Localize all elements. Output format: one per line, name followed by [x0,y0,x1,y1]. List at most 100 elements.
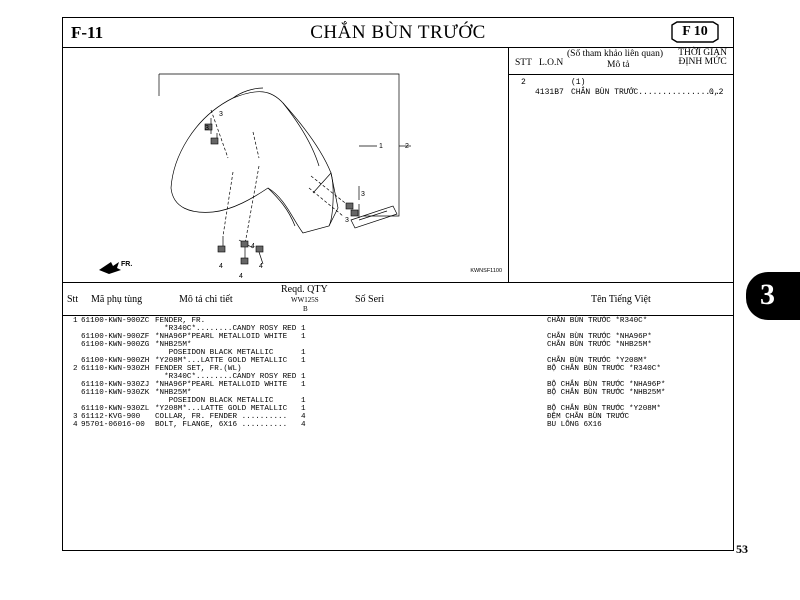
labor-time-panel: STT L.O.N (Số tham khảo liên quan) Mô tả… [509,48,733,282]
part-description: COLLAR, FR. FENDER .......... [155,413,288,421]
table-row: *R340C*........CANDY ROSY RED 1 [63,373,733,381]
col-vn: Tên Tiếng Việt [591,294,651,305]
callout-label: 3 [345,217,349,224]
parts-diagram: 3 3 1 2 3 3 4 4 4 4 FR. KWNSF1100 [63,48,509,282]
part-number: 61110-KWN-930ZJ [81,381,150,389]
part-number: 95701-06016-00 [81,421,145,429]
vietnamese-name: CHẮN BÙN TRƯỚC *NHA96P* [547,333,652,341]
tp-lon-header: L.O.N [539,58,564,68]
col-serial: Số Seri [355,294,385,305]
part-quantity: 1 [301,373,306,381]
callout-label: 4 [259,263,263,270]
part-quantity: 4 [301,413,306,421]
page-number: 53 [736,542,748,556]
part-quantity: 1 [301,349,306,357]
callout-label: 2 [405,143,409,150]
table-row: *R340C*........CANDY ROSY RED 1 [63,325,733,333]
col-b: B [303,305,308,313]
vietnamese-name: ĐỆM CHẮN BÙN TRƯỚC [547,413,630,421]
tp-desc-header: Mô tả [607,60,630,70]
part-description: *R340C*........CANDY ROSY RED [155,325,297,333]
parts-table: Stt Mã phụ tùng Mô tả chi tiết Reqd. QTY… [63,282,733,550]
tp-time-line1: THỜI GIAN [678,48,727,58]
vietnamese-name: BỘ CHẮN BÙN TRƯỚC *NHA96P* [547,381,666,389]
tp-time-header: THỜI GIAN ĐỊNH MỨC [678,48,727,67]
col-qty: Reqd. QTY [281,284,328,295]
part-quantity: 1 [301,405,306,413]
part-description: *NHA96P*PEARL METALLOID WHITE [155,333,288,341]
chapter-tab: 3 [746,272,800,320]
callout-label: 1 [379,143,383,150]
tp-time-line2: ĐỊNH MỨC [678,57,727,67]
part-quantity: 1 [301,325,306,333]
badge-label: F 10 [682,24,708,39]
col-desc: Mô tả chi tiết [179,294,233,305]
tp-row-desc: CHẮN BÙN TRƯỚC................. [571,88,720,97]
parts-table-header: Stt Mã phụ tùng Mô tả chi tiết Reqd. QTY… [63,283,733,316]
table-row: 61100-KWN-900ZF*NHA96P*PEARL METALLOID W… [63,333,733,341]
front-direction-arrow-icon [99,262,121,274]
part-quantity: 1 [301,397,306,405]
callout-label: 3 [361,191,365,198]
part-number: 61110-KWN-930ZK [81,389,150,397]
labor-time-header: STT L.O.N (Số tham khảo liên quan) Mô tả… [509,48,733,75]
part-number: 61100-KWN-900ZC [81,317,150,325]
col-stt: Stt [67,294,79,305]
col-model: WW125S [291,296,319,304]
tp-row-ref: (1) [571,78,586,87]
drawing-code: KWNSF1100 [470,268,502,274]
fr-label: FR. [121,261,132,268]
part-description: *NHB25M* [155,389,192,397]
part-description: BOLT, FLANGE, 6X16 .......... [155,421,288,429]
part-number: 61110-KWN-930ZL [81,405,150,413]
catalog-page-frame: F-11 CHẮN BÙN TRƯỚC F 10 [62,17,734,551]
vietnamese-name: CHẮN BÙN TRƯỚC *NHB25M* [547,341,652,349]
tp-ref-header: (Số tham khảo liên quan) [567,49,664,59]
table-row: 61110-KWN-930ZL*Y208M*...LATTE GOLD META… [63,405,733,413]
part-number: 61112-KVG-900 [81,413,141,421]
row-number: 4 [73,421,78,429]
fender-illustration: 3 3 1 2 3 3 4 4 4 4 FR. [99,73,411,280]
vietnamese-name: BU LÔNG 6X16 [547,421,602,429]
part-description: POSEIDON BLACK METALLIC [155,397,274,405]
part-quantity: 1 [301,333,306,341]
section-badge: F 10 [669,21,721,43]
chapter-tab-label: 3 [760,278,775,311]
callout-label: 4 [219,263,223,270]
part-quantity: 1 [301,357,306,365]
part-description: FENDER, FR. [155,317,206,325]
part-number: 61110-KWN-930ZH [81,365,150,373]
tp-stt-header: STT [515,58,532,68]
part-quantity: 1 [301,381,306,389]
table-row: 61110-KWN-930ZK *NHB25M* BỘ CHẮN BÙN TRƯỚC… [63,389,733,397]
part-quantity: 4 [301,421,306,429]
vietnamese-name: CHẮN BÙN TRƯỚC *Y208M* [547,357,648,365]
col-code: Mã phụ tùng [91,294,143,305]
table-row: 61110-KWN-930ZJ *NHA96P*PEARL METALLOID W… [63,381,733,389]
section-code: F-11 [71,23,104,42]
vietnamese-name: BỘ CHẮN BÙN TRƯỚC *NHB25M* [547,389,666,397]
tp-row-time: 0,2 [709,88,724,97]
callout-label: 3 [205,125,209,132]
tp-row-lon: 4131B7 [535,88,564,97]
table-row: 61100-KWN-900ZG *NHB25M* CHẮN BÙN TRƯỚC *N… [63,341,733,349]
callout-label: 4 [251,243,255,250]
row-number: 2 [73,365,78,373]
table-row: 61100-KWN-900ZH*Y208M*...LATTE GOLD META… [63,357,733,365]
callout-label: 3 [219,111,223,118]
part-number: 61100-KWN-900ZG [81,341,150,349]
table-row: POSEIDON BLACK METALLIC 1 [63,397,733,405]
part-number: 61100-KWN-900ZH [81,357,150,365]
part-description: *NHA96P*PEARL METALLOID WHITE [155,381,288,389]
vietnamese-name: BỘ CHẮN BÙN TRƯỚC *Y208M* [547,405,661,413]
part-description: FENDER SET, FR.(WL) [155,365,242,373]
row-number: 3 [73,413,78,421]
part-description: *R340C*........CANDY ROSY RED [155,373,297,381]
page-header: F-11 CHẮN BÙN TRƯỚC F 10 [63,18,733,48]
part-description: *NHB25M* [155,341,192,349]
